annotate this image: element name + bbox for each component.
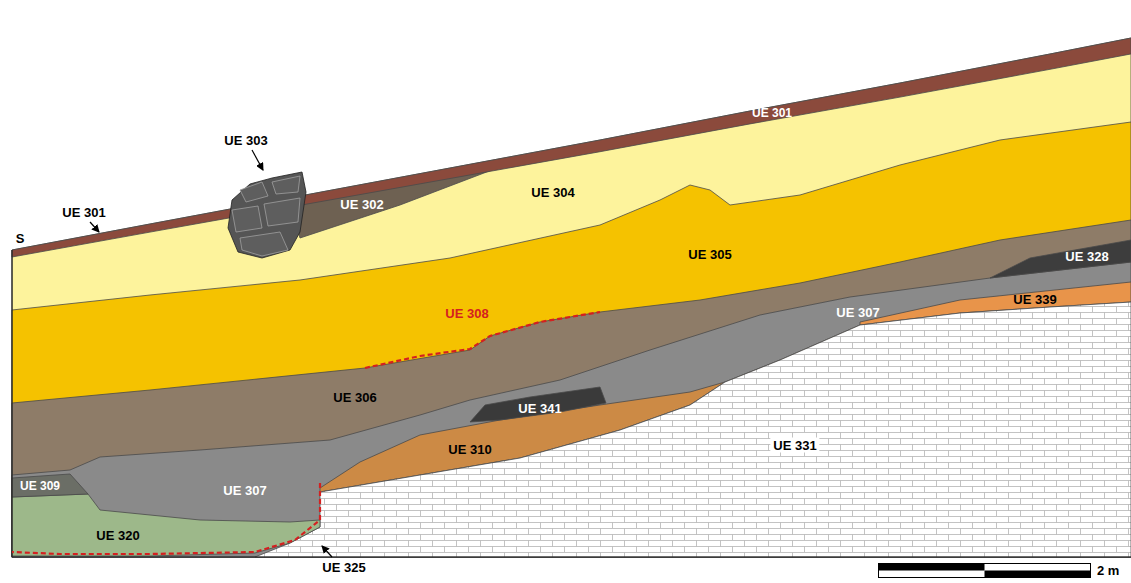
layer-label: UE 341	[518, 401, 561, 416]
layer-label: UE 309	[20, 479, 60, 493]
stratum-layer: UE 309	[12, 474, 88, 497]
layer-fill	[232, 206, 262, 232]
layer-label: UE 304	[531, 185, 574, 200]
layer-fill	[12, 474, 88, 497]
layer-outline	[255, 302, 1131, 557]
layer-fill	[990, 240, 1131, 278]
stratum-layer: UE 331	[255, 302, 1131, 557]
layer-label: UE 339	[1013, 292, 1056, 307]
layer-fill	[255, 302, 1131, 557]
cut-line	[12, 483, 320, 554]
layer-outline	[12, 38, 1131, 257]
layer-fill	[228, 172, 306, 258]
layer-label: UE 302	[340, 197, 383, 212]
layer-fill	[12, 262, 1131, 557]
scale-label: 2 m	[1097, 563, 1119, 578]
interface-label: UE 308	[445, 306, 488, 321]
layer-label: UE 307	[223, 483, 266, 498]
section-frame	[12, 250, 1131, 557]
layer-fill	[264, 198, 300, 226]
scale-bar	[879, 564, 1091, 578]
layer-fill	[12, 220, 1131, 557]
layer-label: UE 301	[62, 205, 105, 220]
layer-outline	[228, 172, 306, 258]
layer-label: UE 331	[770, 438, 819, 453]
layer-fill	[12, 122, 1131, 557]
orientation-letter: S	[16, 231, 25, 246]
layer-label: UE 320	[96, 528, 139, 543]
layer-fill	[272, 176, 300, 194]
layer-label: UE 310	[448, 442, 491, 457]
stratum-layer: UE 301 UE 301	[12, 38, 1131, 257]
interface-label: UE 325	[322, 560, 365, 575]
leader-arrow	[322, 546, 332, 557]
stratum-layer: UE 303	[228, 172, 306, 258]
layer-fill	[240, 182, 268, 202]
layer-fill	[12, 38, 1131, 557]
layer-label: UE 305	[688, 247, 731, 262]
layer-label: UE 328	[1065, 249, 1108, 264]
layer-fill	[12, 38, 1131, 257]
layer-fill	[470, 387, 606, 422]
leader-arrow	[90, 222, 99, 232]
stratum-layer: UE 328	[990, 240, 1131, 278]
layer-label: UE 301	[752, 106, 792, 120]
layer-label: UE 303	[224, 133, 267, 148]
layer-outline	[990, 240, 1131, 278]
stratum-layer: UE 341	[470, 387, 606, 422]
layer-fill	[240, 232, 288, 256]
leader-arrow	[252, 150, 263, 170]
layer-label: UE 306	[333, 390, 376, 405]
layer-label: UE 307	[836, 305, 879, 320]
